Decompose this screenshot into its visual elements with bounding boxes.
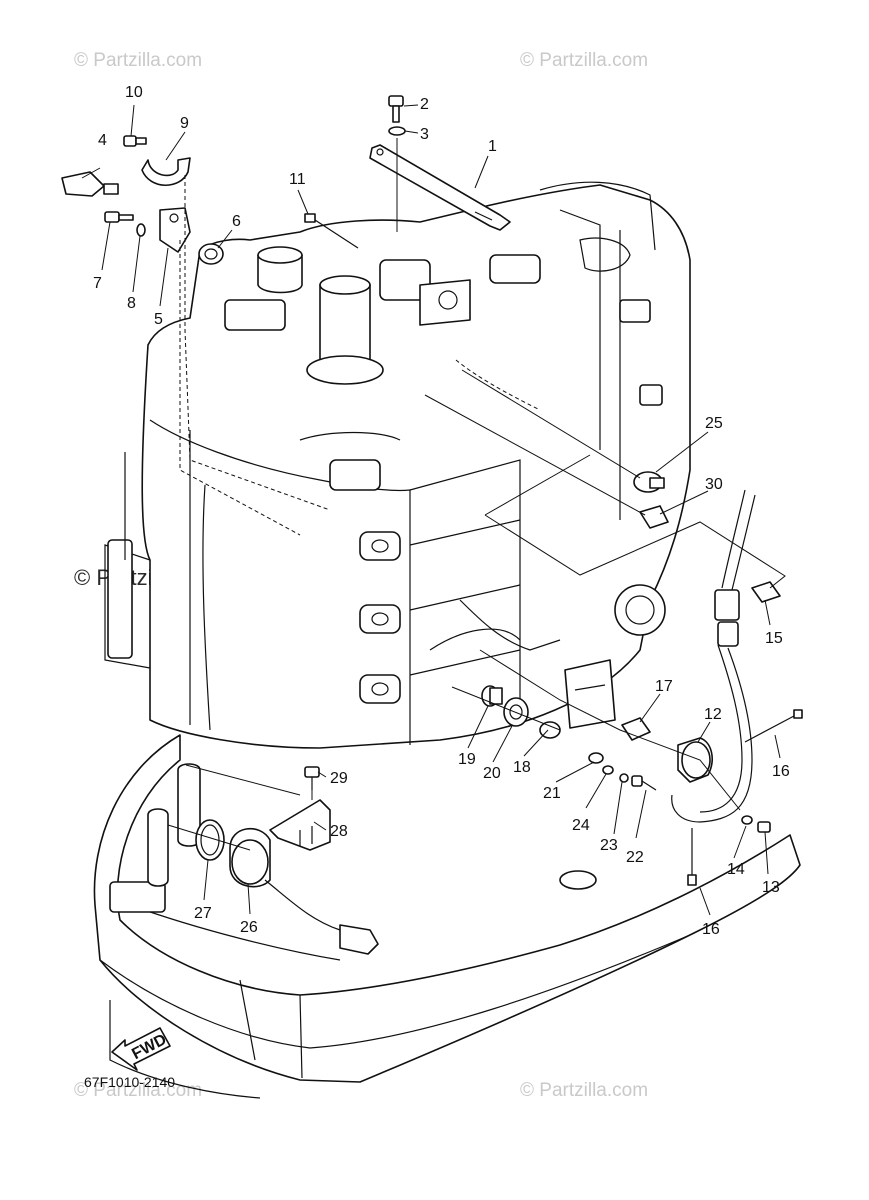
bottom-cowling	[93, 734, 801, 1099]
callout-25: 25	[705, 415, 723, 432]
callout-4: 4	[98, 132, 107, 149]
part-17-clip	[621, 717, 651, 741]
part-13-screw	[757, 821, 771, 833]
watermark-bottom-left: © Partzilla.com	[74, 1080, 203, 1101]
callout-16-b: 16	[702, 921, 720, 938]
callout-23: 23	[600, 837, 618, 854]
part-15-clip	[751, 581, 781, 603]
callout-12: 12	[704, 706, 722, 723]
callout-17: 17	[655, 678, 673, 695]
callout-2: 2	[420, 96, 429, 113]
watermark-top-left: © Partzilla.com	[74, 50, 203, 71]
part-11-cable-tie	[304, 213, 359, 249]
callout-1: 1	[488, 138, 497, 155]
diagram-code: 67F1010-2140	[84, 1074, 176, 1090]
callout-leaders	[81, 104, 781, 916]
part-24-washer	[602, 765, 614, 775]
callout-9: 9	[180, 115, 189, 132]
part-22-bolt	[631, 775, 657, 791]
part-3-washer	[388, 126, 406, 136]
fwd-arrow: FWD	[111, 1027, 171, 1071]
callout-28: 28	[330, 823, 348, 840]
flywheel-shaft	[257, 246, 384, 385]
callout-5: 5	[154, 311, 163, 328]
callout-20: 20	[483, 765, 501, 782]
callout-27: 27	[194, 905, 212, 922]
part-6-grommet	[198, 243, 224, 265]
callout-6: 6	[232, 213, 241, 230]
part-16-cable-tie-a	[744, 709, 803, 743]
callout-21: 21	[543, 785, 561, 802]
part-10-screw	[123, 135, 147, 147]
watermark-bottom-right: © Partzilla.com	[520, 1080, 649, 1101]
callout-10: 10	[125, 84, 143, 101]
callout-18: 18	[513, 759, 531, 776]
part-16-cable-tie-b	[687, 828, 697, 886]
part-12-sensor	[677, 737, 713, 783]
wire-harness	[671, 489, 756, 823]
callout-30: 30	[705, 476, 723, 493]
callout-26: 26	[240, 919, 258, 936]
part-21-washer	[588, 752, 604, 764]
part-30-clip	[639, 505, 669, 529]
part-4-sensor	[61, 171, 119, 197]
callout-22: 22	[626, 849, 644, 866]
callout-16-a: 16	[772, 763, 790, 780]
callout-8: 8	[127, 295, 136, 312]
part-5-bracket	[159, 207, 191, 253]
part-8-washer	[136, 223, 146, 237]
reference-lines	[167, 138, 786, 851]
callout-3: 3	[420, 126, 429, 143]
part-23-washer	[619, 773, 629, 783]
callout-24: 24	[572, 817, 590, 834]
part-14-washer	[741, 815, 753, 825]
callout-labels: 1 2 3 4 5 6 7 8 9 10 11 12 13 14 15 16 1…	[93, 84, 790, 938]
part-18-bracket	[539, 659, 616, 739]
callout-29: 29	[330, 770, 348, 787]
part-29-bolt	[304, 766, 320, 790]
callout-7: 7	[93, 275, 102, 292]
callout-15: 15	[765, 630, 783, 647]
callout-14: 14	[727, 861, 745, 878]
callout-11: 11	[289, 171, 306, 188]
part-1-bracket	[369, 144, 511, 231]
watermark-top-right: © Partzilla.com	[520, 50, 649, 71]
engine-block	[104, 181, 691, 749]
part-7-bolt	[104, 211, 134, 223]
callout-13: 13	[762, 879, 780, 896]
part-28-bracket	[269, 799, 331, 851]
part-26-sensor	[229, 827, 379, 955]
callout-19: 19	[458, 751, 476, 768]
part-25-switch	[633, 471, 665, 493]
part-2-bolt	[388, 95, 404, 123]
part-9-clamp	[141, 157, 191, 186]
part-27-o-ring	[195, 819, 225, 861]
